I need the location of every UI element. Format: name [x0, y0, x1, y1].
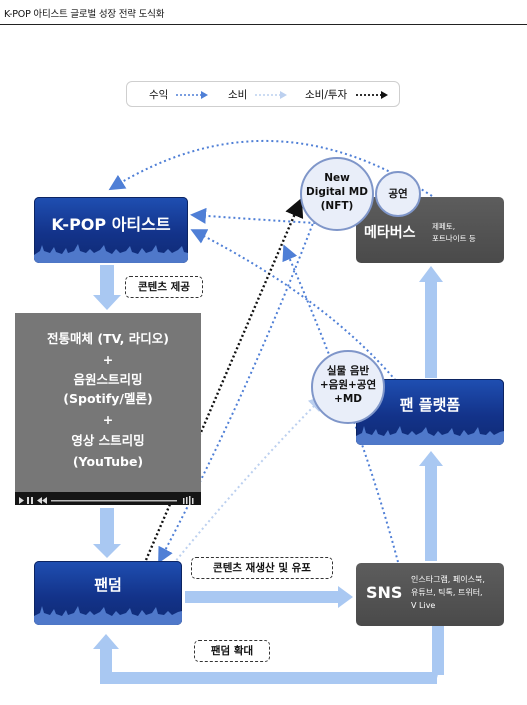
- metaverse-detail: 제페토, 포트나이트 등: [432, 221, 476, 245]
- sns-box: SNS 인스타그램, 페이스북, 유튜브, 틱톡, 트위터, V Live: [356, 563, 504, 626]
- fan-platform-label: 팬 플랫폼: [399, 396, 461, 414]
- sns-label: SNS: [366, 583, 403, 602]
- concert-label: 공연: [388, 188, 408, 200]
- legend-consumption-label: 소비: [228, 89, 248, 101]
- flow-arrow-artist-to-media: [93, 265, 121, 310]
- concert-circle: 공연: [375, 171, 421, 217]
- media-line-3: 음원스트리밍: [73, 372, 143, 387]
- artist-box: K-POP 아티스트: [34, 197, 188, 263]
- media-line-5: +: [102, 412, 114, 427]
- flow-arrow-sns-to-platform: [419, 451, 443, 561]
- media-line-4: (Spotify/멜론): [63, 391, 153, 406]
- nft-line-1: New: [324, 172, 350, 184]
- media-line-6: 영상 스트리밍: [71, 433, 145, 448]
- media-line-2: +: [102, 352, 114, 367]
- flow-arrow-fandom-to-sns: [185, 586, 353, 608]
- merch-line-2: +음원+공연: [319, 379, 377, 391]
- consumption-fandom-to-merch: [169, 395, 325, 569]
- legend: 수익 소비 소비/투자: [126, 81, 400, 107]
- merch-circle: 실물 음반 +음원+공연 +MD: [311, 350, 385, 424]
- crowd-silhouette-icon: [356, 426, 504, 445]
- legend-revenue-label: 수익: [149, 89, 169, 101]
- sns-detail-line-1: 인스타그램, 페이스북,: [411, 575, 485, 584]
- legend-consumption-arrow-icon: [255, 91, 287, 99]
- flow-arrow-platform-to-metaverse: [419, 266, 443, 378]
- flow-arrow-sns-loop-to-fandom: [93, 625, 444, 684]
- media-line-7: (YouTube): [72, 454, 144, 469]
- media-box: 전통매체 (TV, 라디오) + 음원스트리밍 (Spotify/멜론) + 영…: [15, 313, 201, 505]
- artist-label: K-POP 아티스트: [51, 215, 171, 234]
- metaverse-label: 메타버스: [364, 225, 416, 241]
- content-reproduce-tag: 콘텐츠 재생산 및 유포: [191, 557, 333, 579]
- flow-arrow-media-to-fandom: [93, 508, 121, 558]
- fandom-expand-tag: 팬덤 확대: [194, 640, 270, 662]
- metaverse-detail-line-1: 제페토,: [432, 222, 456, 231]
- nft-circle: New Digital MD (NFT): [300, 157, 374, 231]
- crowd-silhouette-icon: [34, 244, 188, 263]
- sns-detail-line-2: 유튜브, 틱톡, 트위터,: [411, 588, 483, 597]
- header-divider: [0, 24, 527, 25]
- metaverse-detail-line-2: 포트나이트 등: [432, 234, 476, 243]
- nft-line-3: (NFT): [320, 200, 354, 212]
- nft-line-2: Digital MD: [306, 186, 368, 198]
- fandom-label: 팬덤: [94, 576, 122, 594]
- video-player-bar: [15, 492, 201, 505]
- crowd-silhouette-icon: [34, 606, 182, 625]
- merch-line-1: 실물 음반: [326, 365, 370, 377]
- sns-detail: 인스타그램, 페이스북, 유튜브, 틱톡, 트위터, V Live: [411, 573, 485, 612]
- sns-detail-line-3: V Live: [411, 601, 436, 610]
- page-title: K-POP 아티스트 글로벌 성장 전략 도식화: [4, 9, 165, 20]
- player-controls-icon: [19, 496, 194, 505]
- legend-revenue-arrow-icon: [176, 91, 208, 99]
- media-line-1: 전통매체 (TV, 라디오): [47, 331, 169, 346]
- fandom-box: 팬덤: [34, 561, 182, 625]
- revenue-nft-to-fandom: [158, 209, 319, 564]
- legend-consumption-investment-label: 소비/투자: [305, 89, 348, 101]
- revenue-platform-to-artist: [190, 229, 403, 389]
- legend-consumption-investment-arrow-icon: [356, 91, 388, 99]
- content-provide-tag: 콘텐츠 제공: [125, 276, 203, 298]
- merch-line-3: +MD: [334, 393, 362, 405]
